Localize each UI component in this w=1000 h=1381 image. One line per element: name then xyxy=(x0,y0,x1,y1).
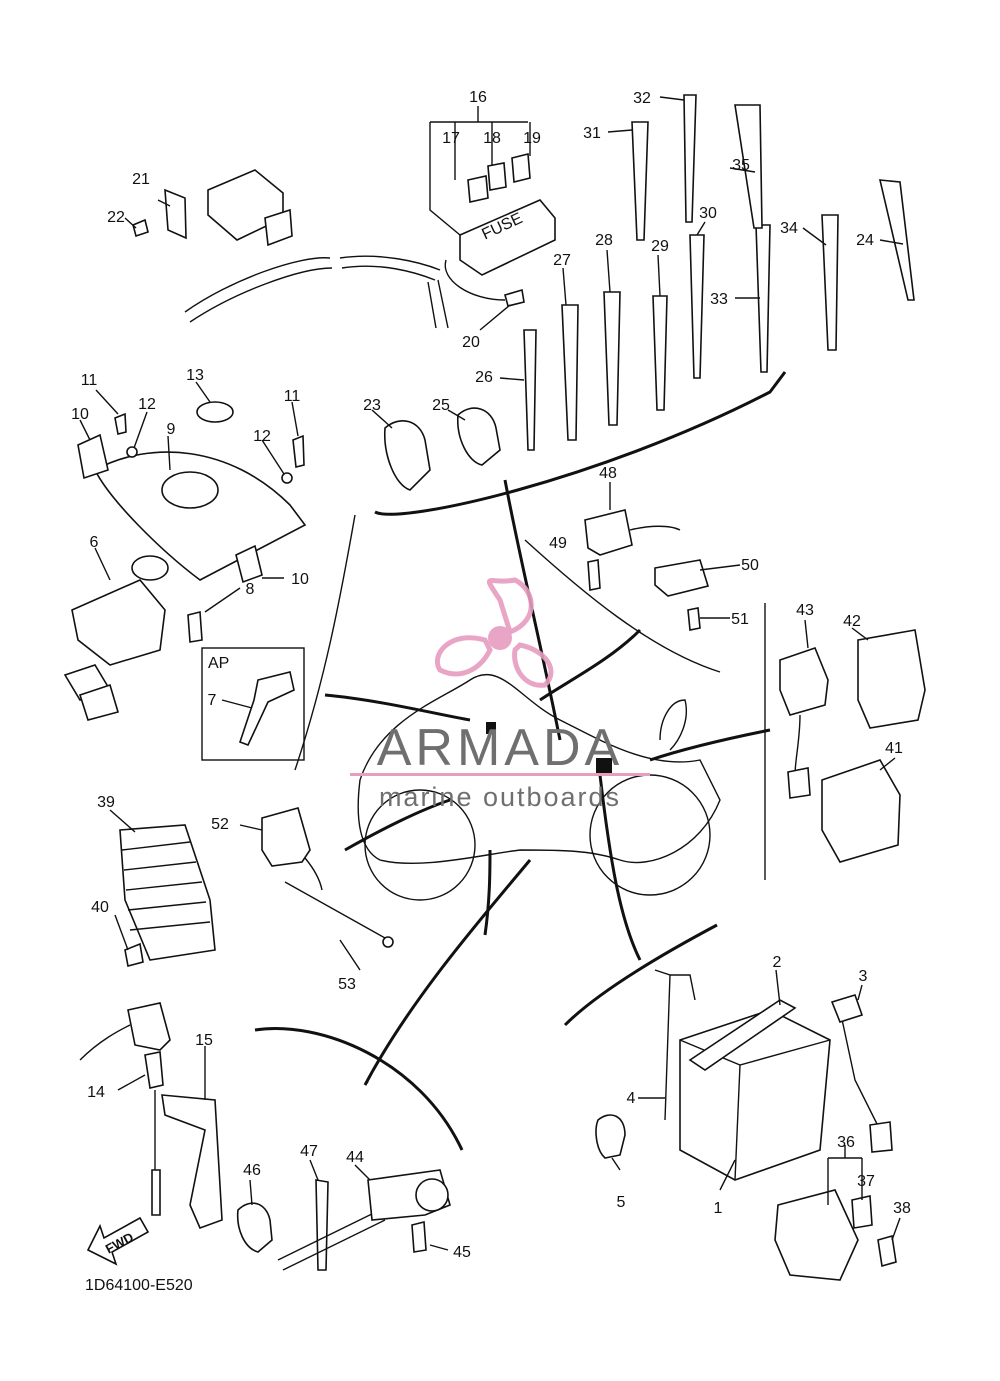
callout-48: 48 xyxy=(599,465,617,482)
callout-22: 22 xyxy=(107,209,125,226)
watermark-tagline: marine outboards xyxy=(379,782,621,812)
callout-29: 29 xyxy=(651,238,669,255)
callout-27: 27 xyxy=(553,252,571,269)
callout-23: 23 xyxy=(363,397,381,414)
callout-2: 2 xyxy=(773,954,782,971)
callout-33: 33 xyxy=(710,291,728,308)
callout-39: 39 xyxy=(97,794,115,811)
lower-left-parts xyxy=(79,1002,464,1271)
callout-17: 17 xyxy=(442,130,460,147)
callout-3: 3 xyxy=(859,968,868,985)
callout-12: 12 xyxy=(253,428,271,445)
callout-32: 32 xyxy=(633,90,651,107)
callout-43: 43 xyxy=(796,602,814,619)
callout-30: 30 xyxy=(699,205,717,222)
watermark-brand: ARMADA xyxy=(377,719,623,777)
flasher-and-tie xyxy=(239,807,394,971)
armada-watermark: ARMADA marine outboards xyxy=(350,577,650,812)
fuse-box-assembly: FUSE xyxy=(124,106,556,331)
callout-13: 13 xyxy=(186,367,204,384)
clamps xyxy=(371,407,501,491)
cable-ties xyxy=(374,94,915,516)
callout-35: 35 xyxy=(732,157,750,174)
callout-41: 41 xyxy=(885,740,903,757)
callout-6: 6 xyxy=(90,534,99,551)
callout-26: 26 xyxy=(475,369,493,386)
callout-19: 19 xyxy=(523,130,541,147)
callout-1: 1 xyxy=(714,1200,723,1217)
callout-11: 11 xyxy=(81,372,98,389)
battery-assembly xyxy=(563,923,901,1281)
relays xyxy=(764,603,926,880)
callout-46: 46 xyxy=(243,1162,261,1179)
callout-34: 34 xyxy=(780,220,798,237)
callout-20: 20 xyxy=(462,334,480,351)
callout-4: 4 xyxy=(627,1090,636,1107)
callout-45: 45 xyxy=(453,1244,471,1261)
callout-12: 12 xyxy=(138,396,156,413)
callout-37: 37 xyxy=(857,1173,875,1190)
callout-15: 15 xyxy=(195,1032,213,1049)
callout-31: 31 xyxy=(583,125,601,142)
callout-40: 40 xyxy=(91,899,109,916)
callout-49: 49 xyxy=(549,535,567,552)
callout-42: 42 xyxy=(843,613,861,630)
ap-label: AP xyxy=(208,655,229,672)
callout-7: 7 xyxy=(208,692,217,709)
callout-10: 10 xyxy=(71,406,89,423)
callout-44: 44 xyxy=(346,1149,364,1166)
callout-47: 47 xyxy=(300,1143,318,1160)
propeller-logo-icon xyxy=(434,577,554,688)
starting-relay xyxy=(584,482,741,631)
callout-38: 38 xyxy=(893,1200,911,1217)
callout-21: 21 xyxy=(132,171,150,188)
callout-53: 53 xyxy=(338,976,356,993)
callout-51: 51 xyxy=(731,611,749,628)
main-switch-assembly xyxy=(63,381,307,721)
callout-52: 52 xyxy=(211,816,229,833)
fwd-arrow-icon: FWD xyxy=(86,1216,150,1266)
callout-24: 24 xyxy=(856,232,874,249)
callout-16: 16 xyxy=(469,89,487,106)
callout-9: 9 xyxy=(167,421,176,438)
diagram-code: 1D64100-E520 xyxy=(85,1277,193,1294)
callout-36: 36 xyxy=(837,1134,855,1151)
callout-8: 8 xyxy=(246,581,255,598)
fwd-label: FWD xyxy=(103,1229,136,1256)
callout-18: 18 xyxy=(483,130,501,147)
callout-28: 28 xyxy=(595,232,613,249)
callout-25: 25 xyxy=(432,397,450,414)
callout-11: 11 xyxy=(284,388,301,405)
callout-14: 14 xyxy=(87,1084,105,1101)
callout-50: 50 xyxy=(741,557,759,574)
rectifier-regulator xyxy=(109,809,216,967)
key-box: AP xyxy=(201,647,305,761)
callout-5: 5 xyxy=(617,1194,626,1211)
battery-marker xyxy=(596,758,612,774)
callout-10: 10 xyxy=(291,571,309,588)
